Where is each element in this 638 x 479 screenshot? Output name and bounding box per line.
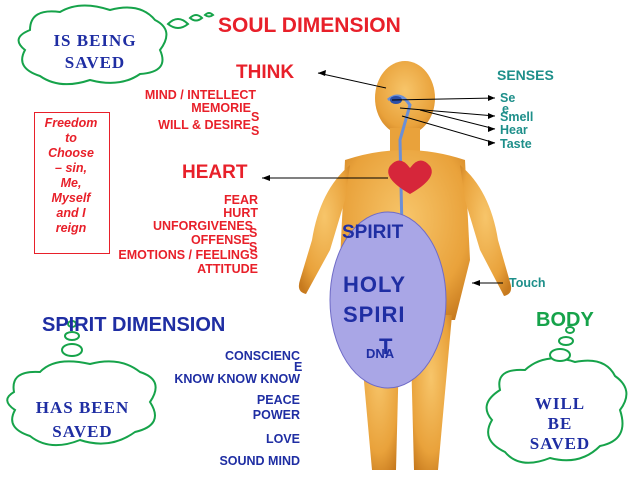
touch-label: Touch <box>509 276 546 290</box>
cloud-bottom-right-text: WILL BE SAVED <box>529 394 591 453</box>
think-item: S <box>251 110 260 124</box>
sense-item: Se <box>500 91 516 105</box>
sense-item: Hear <box>500 123 528 137</box>
spirit-dimension-item: LOVE <box>265 432 300 446</box>
body-label: BODY <box>536 309 594 331</box>
spirit-oval-line: DNA <box>366 346 395 361</box>
spirit-oval-line: HOLY <box>343 272 407 297</box>
think-item: WILL & DESIRE <box>158 118 251 132</box>
think-label: THINK <box>236 62 295 83</box>
freedom-text: Freedom to Choose – sin, Me, Myself and … <box>44 116 98 235</box>
think-arrow <box>317 72 387 89</box>
heart-item: FEAR <box>223 193 258 207</box>
senses-label: SENSES <box>497 67 554 83</box>
sense-item: e <box>502 102 509 116</box>
cloud-bottom-right <box>485 326 628 464</box>
sense-item: Smell <box>500 110 534 124</box>
heart-item: OFFENSE <box>190 233 250 247</box>
sense-hear-arrow <box>419 109 496 130</box>
sense-item: Taste <box>500 137 532 151</box>
think-item: MEMORIE <box>191 101 251 115</box>
cloud-top-text: IS BEING SAVED <box>53 31 137 72</box>
cloud-top <box>17 4 215 86</box>
heart-item: EMOTIONS / FEELINGS <box>118 248 258 262</box>
spirit-oval-line: SPIRIT <box>342 222 404 243</box>
heart-label: HEART <box>182 162 248 183</box>
spirit-dimension-item: KNOW KNOW KNOW <box>174 372 300 386</box>
spirit-dimension-item: SOUND MIND <box>219 454 300 468</box>
soul-dimension-title: SOUL DIMENSION <box>218 14 401 37</box>
spirit-dimension-item: POWER <box>252 408 300 422</box>
spirit-oval-line: T <box>379 334 393 359</box>
left-arm-shape <box>298 165 350 294</box>
spirit-dimension-item: E <box>294 360 303 374</box>
think-item: MIND / INTELLECT <box>144 88 256 102</box>
heart-icon <box>388 160 432 194</box>
cloud-bottom-left-text: HAS BEEN SAVED <box>35 398 130 441</box>
cloud-bottom-left <box>6 320 157 447</box>
heart-item: S <box>249 240 258 254</box>
freedom-box <box>34 112 110 254</box>
spirit-oval-line: SPIRI <box>343 302 406 327</box>
heart-item: HURT <box>223 206 258 220</box>
sense-smell-arrow <box>399 107 496 117</box>
spirit-dimension-item: PEACE <box>256 393 300 407</box>
sense-see-arrow <box>391 97 496 101</box>
right-arm-shape <box>460 165 512 296</box>
think-item: S <box>251 124 260 138</box>
heart-item: ATTITUDE <box>197 262 258 276</box>
heart-item: S <box>249 226 258 240</box>
spirit-dimension-label: SPIRIT DIMENSION <box>42 314 226 336</box>
spirit-oval <box>329 211 447 389</box>
sense-taste-arrow <box>401 115 496 144</box>
spirit-dimension-item: CONSCIENC <box>224 349 300 363</box>
heart-item: UNFORGIVENES <box>152 219 253 233</box>
